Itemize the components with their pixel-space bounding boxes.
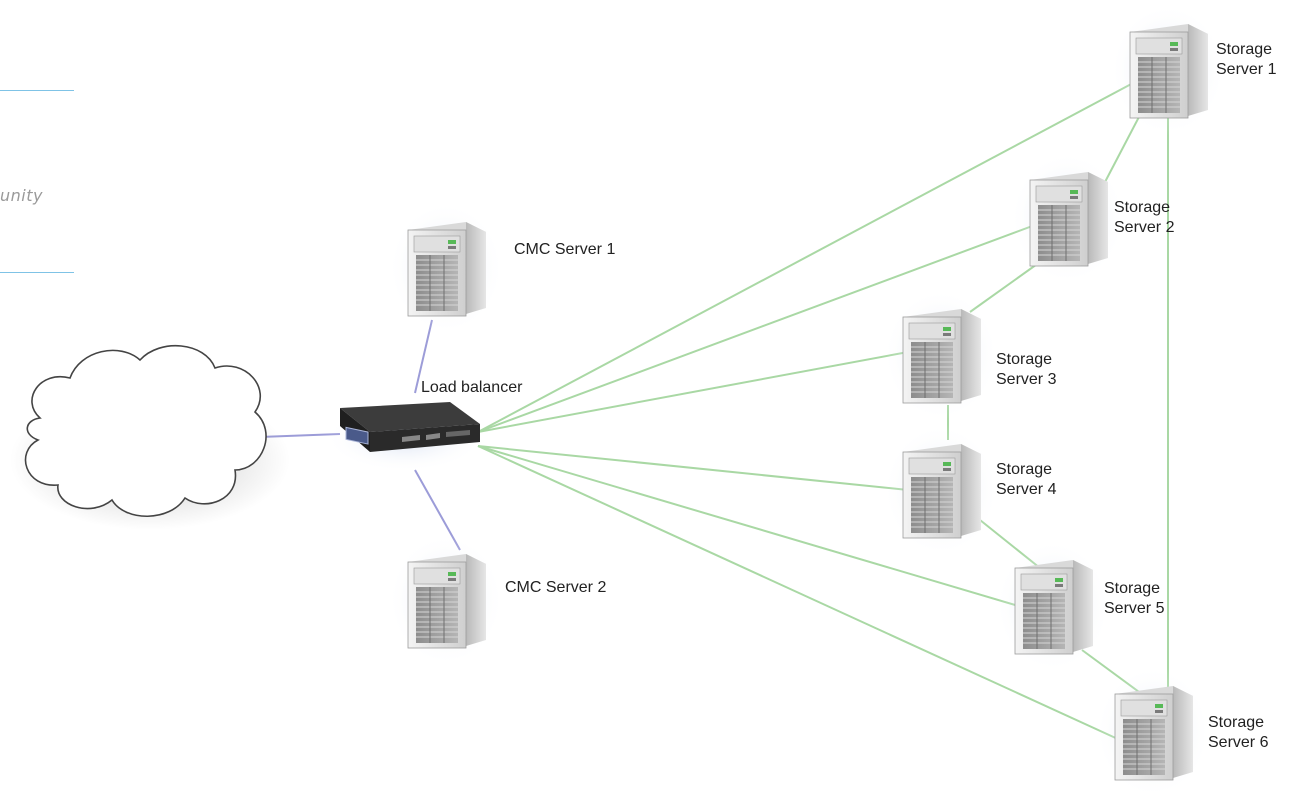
storage-server-4-label: Storage Server 4 [996,460,1056,500]
load-balancer-label: Load balancer [421,379,523,396]
link-storage-2-to-storage-3 [969,261,1041,313]
storage-server-4-tower [882,423,1000,557]
link-lb-to-storage-4 [477,445,909,491]
link-lb-to-storage-3 [477,351,909,433]
link-lb-to-storage-2 [477,224,1036,433]
storage-server-5-tower [994,539,1112,673]
storage-server-2-line1: Storage [1114,199,1171,216]
storage-server-2-line2: Server 2 [1114,219,1175,236]
internet-cloud [10,344,290,530]
sidebar-rule-bottom [0,272,74,273]
storage-server-6-label: Storage Server 6 [1208,713,1268,753]
storage-server-1-line2: Server 1 [1216,61,1277,78]
storage-server-6-tower [1094,665,1212,791]
sidebar-text-fragment: unity [0,186,43,205]
storage-server-3-tower [882,288,1000,422]
storage-server-4-line2: Server 4 [996,481,1057,498]
cmc-server-1-tower [387,201,505,335]
link-lb-to-storage-5 [477,445,1023,608]
sidebar-rule-top [0,90,74,91]
storage-server-5-line1: Storage [1104,580,1161,597]
cmc-server-2-tower [387,533,505,667]
storage-server-2-tower [1009,151,1127,285]
load-balancer-device [325,402,485,472]
storage-server-2-label: Storage Server 2 [1114,198,1174,238]
storage-server-1-label: Storage Server 1 [1216,40,1276,80]
cmc-server-1-label: CMC Server 1 [514,241,616,258]
storage-server-5-line2: Server 5 [1104,600,1165,617]
storage-server-3-line1: Storage [996,351,1053,368]
storage-server-4-line1: Storage [996,461,1053,478]
storage-server-1-line1: Storage [1216,41,1273,58]
link-lb-to-storage-1 [477,81,1136,433]
cmc-server-2-label: CMC Server 2 [505,579,607,596]
storage-server-5-label: Storage Server 5 [1104,579,1164,619]
link-storage-1-to-storage-2 [1104,114,1141,183]
storage-server-6-line2: Server 6 [1208,734,1269,751]
storage-server-3-line2: Server 3 [996,371,1057,388]
storage-server-1-tower [1109,3,1227,137]
link-load-balancer-to-cmc-1 [414,319,433,394]
storage-server-3-label: Storage Server 3 [996,350,1056,390]
storage-server-6-line1: Storage [1208,714,1265,731]
link-lb-to-storage-6 [477,445,1121,741]
